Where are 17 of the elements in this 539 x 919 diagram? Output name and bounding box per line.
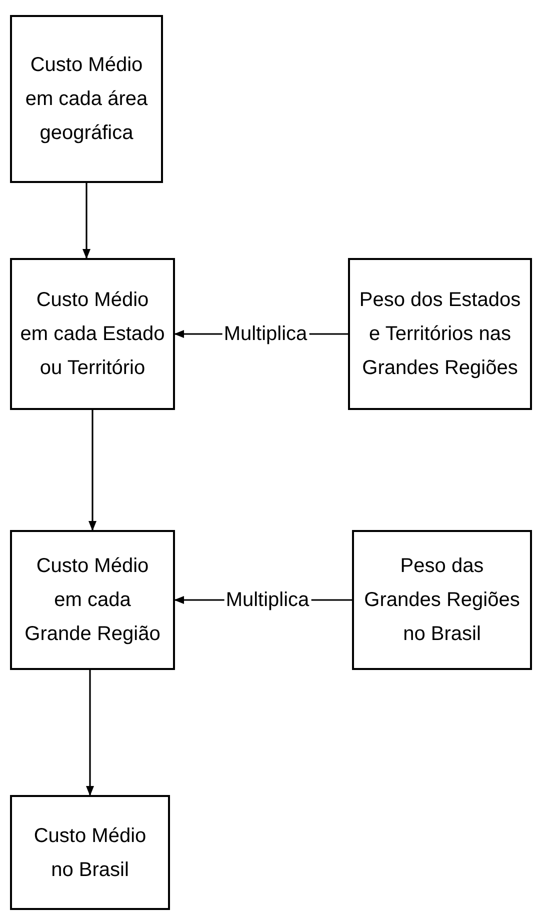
process-box	[352, 530, 532, 670]
edge-label: Multiplica	[224, 590, 312, 610]
box-text: Custo Médio em cada área geográfica	[24, 53, 149, 146]
box-text: Custo Médio em cada Estado ou Território	[20, 288, 165, 381]
process-box	[10, 258, 175, 410]
box-text: Peso das Grandes Regiões no Brasil	[363, 554, 521, 647]
box-text: Custo Médio em cada Grande Região	[24, 554, 162, 647]
box-text: Peso dos Estados e Territórios nas Grandes Regiões	[358, 288, 522, 381]
edge-label: Multiplica	[222, 324, 310, 344]
arrow	[88, 410, 96, 531]
process-box	[10, 15, 163, 183]
box-text: Custo Médio no Brasil	[32, 824, 148, 882]
process-box	[10, 795, 170, 910]
arrow	[86, 670, 94, 796]
process-box	[10, 530, 175, 670]
process-box	[348, 258, 532, 410]
arrow	[82, 183, 90, 259]
